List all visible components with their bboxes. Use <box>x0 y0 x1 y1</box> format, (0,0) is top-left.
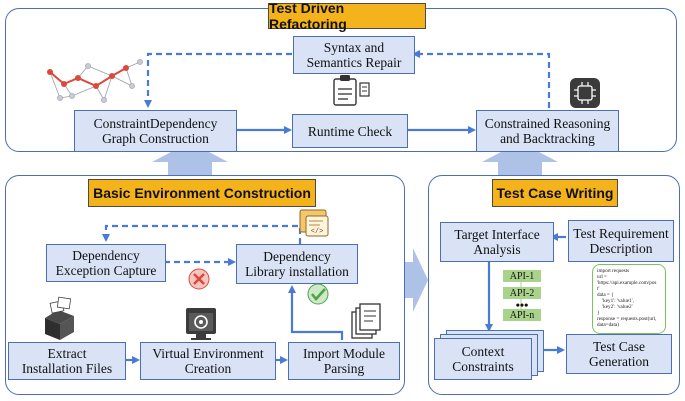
dependency-capture-box: Dependency Exception Capture <box>46 244 166 282</box>
arrow-import-to-library <box>288 285 344 340</box>
virtual-env-box: Virtual Environment Creation <box>140 342 276 380</box>
syntax-repair-box: Syntax and Semantics Repair <box>293 36 415 74</box>
api-item: ••• <box>515 297 529 312</box>
network-graph-icon <box>47 59 143 103</box>
extract-files-box: Extract Installation Files <box>8 342 126 380</box>
code-snippet: import requests url = 'https://api.examp… <box>592 264 666 334</box>
target-interface-box: Target Interface Analysis <box>440 222 554 262</box>
api-item: API-1 <box>503 270 541 282</box>
constrained-reasoning-box: Constrained Reasoning and Backtracking <box>476 110 619 152</box>
test-case-title: Test Case Writing <box>492 179 618 207</box>
gear-monitor-icon <box>186 308 216 340</box>
clipboard-icon <box>333 75 370 106</box>
runtime-check-box: Runtime Check <box>292 114 408 148</box>
api-item: API-2 <box>503 287 541 299</box>
arrow-repair-to-graph <box>144 52 292 108</box>
test-case-generation-box: Test Case Generation <box>566 334 672 374</box>
environment-title: Basic Environment Construction <box>88 179 316 207</box>
context-constraints-box: Context Constraints <box>434 338 532 380</box>
package-box-icon <box>45 296 74 340</box>
library-installation-box: Dependency Library installation <box>236 244 358 284</box>
big-arrow-up <box>152 142 228 175</box>
document-stack-icon <box>351 303 381 339</box>
error-x-icon <box>188 268 210 290</box>
arrow-reasoning-to-repair <box>412 50 551 108</box>
arrow-library-to-capture <box>102 224 302 244</box>
svg-text:</>: </> <box>311 228 324 236</box>
api-item: API-n <box>503 309 541 321</box>
refactoring-title: Test Driven Refactoring <box>268 0 426 32</box>
big-arrow-right <box>405 248 428 312</box>
check-icon <box>307 283 329 305</box>
test-requirement-box: Test Requirement Description <box>568 220 674 262</box>
big-arrow-up <box>482 142 558 175</box>
circuit-chip-icon <box>570 78 600 108</box>
graph-construction-box: ConstraintDependency Graph Construction <box>74 110 237 152</box>
import-parsing-box: Import Module Parsing <box>288 342 400 380</box>
code-document-icon: </> <box>299 209 329 237</box>
